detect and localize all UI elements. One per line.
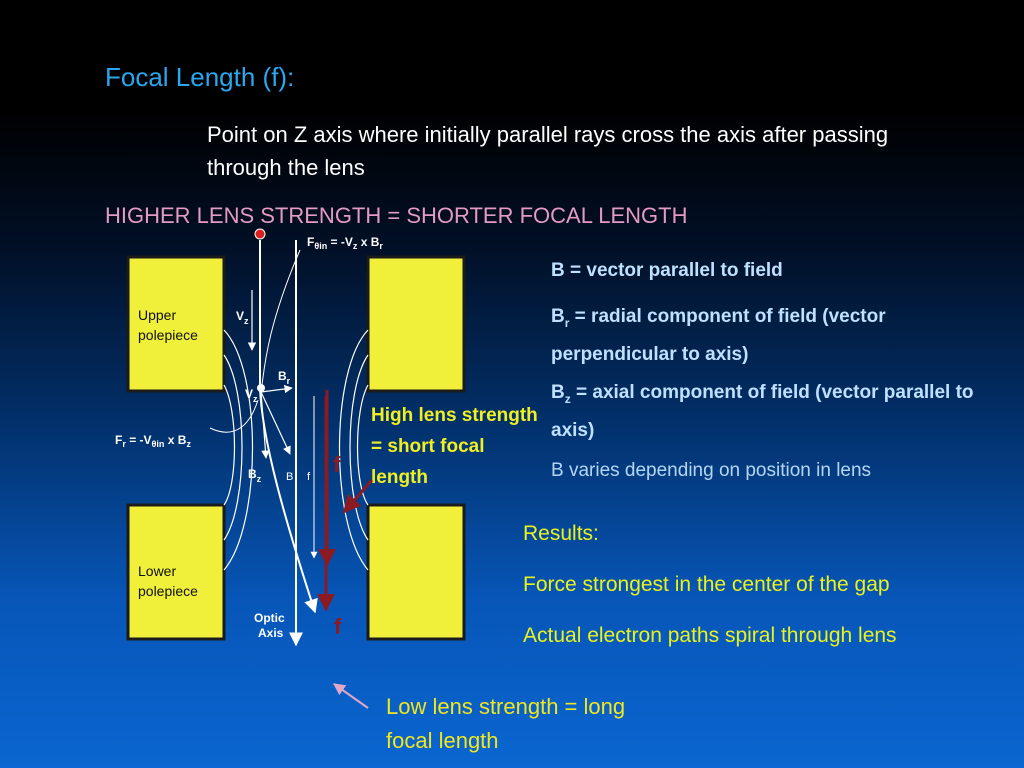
br-label: Br <box>278 369 291 386</box>
slide-title: Focal Length (f): <box>105 62 295 92</box>
lower-right-polepiece <box>366 503 466 641</box>
vz-top-label: Vz <box>236 309 249 326</box>
lower-polepiece-label-1: Lower <box>138 563 176 579</box>
b-label: B <box>286 471 293 483</box>
bz-label: Bz <box>248 467 262 484</box>
electron-source-dot <box>254 228 266 240</box>
definition-varies: B varies depending on position in lens <box>551 460 872 481</box>
definition-bz: Bz = axial component of field (vector pa… <box>551 382 974 441</box>
optic-axis-label-1: Optic <box>254 611 285 625</box>
trajectory-node <box>257 384 265 392</box>
upper-polepiece-label-1: Upper <box>138 307 176 323</box>
upper-right-polepiece <box>366 255 466 393</box>
strength-rule: HIGHER LENS STRENGTH = SHORTER FOCAL LEN… <box>105 203 688 228</box>
vz-mid-label: Vz <box>245 387 258 404</box>
focal-length-definition: Point on Z axis where initially parallel… <box>207 122 889 180</box>
high-strength-pointer <box>342 479 374 514</box>
electron-paths <box>209 240 318 614</box>
field-lines <box>223 329 369 571</box>
result-item-1: Force strongest in the center of the gap <box>523 573 890 596</box>
f-small-label: f <box>307 471 311 483</box>
low-strength-note: Low lens strength = long focal length <box>386 694 626 753</box>
results-heading: Results: <box>523 522 599 545</box>
definition-br: Br = radial component of field (vector p… <box>551 306 886 365</box>
optic-axis-label-2: Axis <box>258 626 284 640</box>
f-high-label: f <box>333 452 341 477</box>
definition-b: B = vector parallel to field <box>551 260 783 281</box>
lower-polepiece-label-2: polepiece <box>138 583 198 599</box>
upper-left-polepiece <box>126 255 226 393</box>
result-item-2: Actual electron paths spiral through len… <box>523 624 897 647</box>
fr-label: Fr = -Vθin x Bz <box>115 433 191 449</box>
lower-left-polepiece <box>126 503 226 641</box>
f-theta-label: Fθin = -Vz x Br <box>307 235 383 251</box>
high-strength-note: High lens strength = short focal length <box>371 405 538 488</box>
upper-polepiece-label-2: polepiece <box>138 327 198 343</box>
low-strength-pointer <box>333 683 369 709</box>
f-low-label: f <box>334 614 342 639</box>
